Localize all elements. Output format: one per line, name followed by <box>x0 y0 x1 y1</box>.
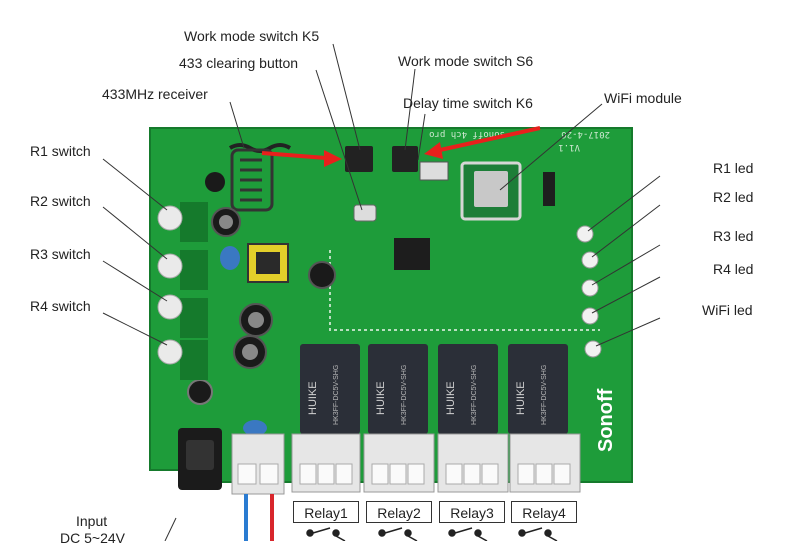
label-wifi-led: WiFi led <box>702 302 753 318</box>
label-relay4: Relay4 <box>511 501 577 523</box>
label-r2-led: R2 led <box>713 189 754 205</box>
relay-model-text-3: HK3FF-DC5V-SHG <box>471 365 478 425</box>
dip-switch-k6 <box>419 161 449 181</box>
side-switches <box>157 202 208 380</box>
mcu-chip <box>394 238 430 270</box>
label-r3-switch: R3 switch <box>30 246 91 262</box>
pcb-version-text: sonoff 4ch pro <box>429 129 505 139</box>
relay-model-text-2: HK3FF-DC5V-SHG <box>401 365 408 425</box>
dip-switch-s6 <box>392 146 418 172</box>
red-arrows <box>261 126 541 167</box>
relay-brand-text-4: HUIKE <box>515 381 527 415</box>
label-wifi-module: WiFi module <box>604 90 682 106</box>
clearing-button <box>353 204 377 222</box>
label-work-mode-k5: Work mode switch K5 <box>184 28 320 44</box>
header-pins <box>543 172 555 206</box>
relay-schematic-symbols <box>306 527 558 541</box>
label-relay1: Relay1 <box>293 501 359 523</box>
antenna-coil <box>228 143 292 212</box>
relay-brand-text-3: HUIKE <box>445 381 457 415</box>
label-delay-k6: Delay time switch K6 <box>403 95 533 111</box>
label-r4-led: R4 led <box>713 261 754 277</box>
label-r3-led: R3 led <box>713 228 754 244</box>
sonoff-logo: Sonoff <box>595 388 617 452</box>
capacitors <box>187 172 336 436</box>
label-r4-switch: R4 switch <box>30 298 91 314</box>
relay-model-text-4: HK3FF-DC5V-SHG <box>541 365 548 425</box>
pcb-rev-text: V1.1 <box>558 142 580 152</box>
relay-blocks: HUIKE HUIKE HUIKE HUIKE HK3FF-DC5V-SHG H… <box>300 344 568 434</box>
label-433-clearing: 433 clearing button <box>179 55 299 71</box>
relay-brand-text-2: HUIKE <box>375 381 387 415</box>
pcb-date-text: 2017-4-26 <box>561 129 610 139</box>
relay-model-text-1: HK3FF-DC5V-SHG <box>333 365 340 425</box>
relay-brand-text-1: HUIKE <box>307 381 319 415</box>
dip-switch-k5 <box>345 146 373 172</box>
label-work-mode-s6: Work mode switch S6 <box>398 53 534 69</box>
label-r1-switch: R1 switch <box>30 143 91 159</box>
label-input-voltage: DC 5~24V <box>60 530 125 546</box>
label-r2-switch: R2 switch <box>30 193 91 209</box>
terminal-blocks <box>231 433 581 495</box>
label-433-receiver: 433MHz receiver <box>102 86 208 102</box>
label-relay3: Relay3 <box>439 501 505 523</box>
label-relay2: Relay2 <box>366 501 432 523</box>
label-input: Input <box>76 513 108 529</box>
label-r1-led: R1 led <box>713 160 754 176</box>
callout-lines <box>102 43 661 541</box>
